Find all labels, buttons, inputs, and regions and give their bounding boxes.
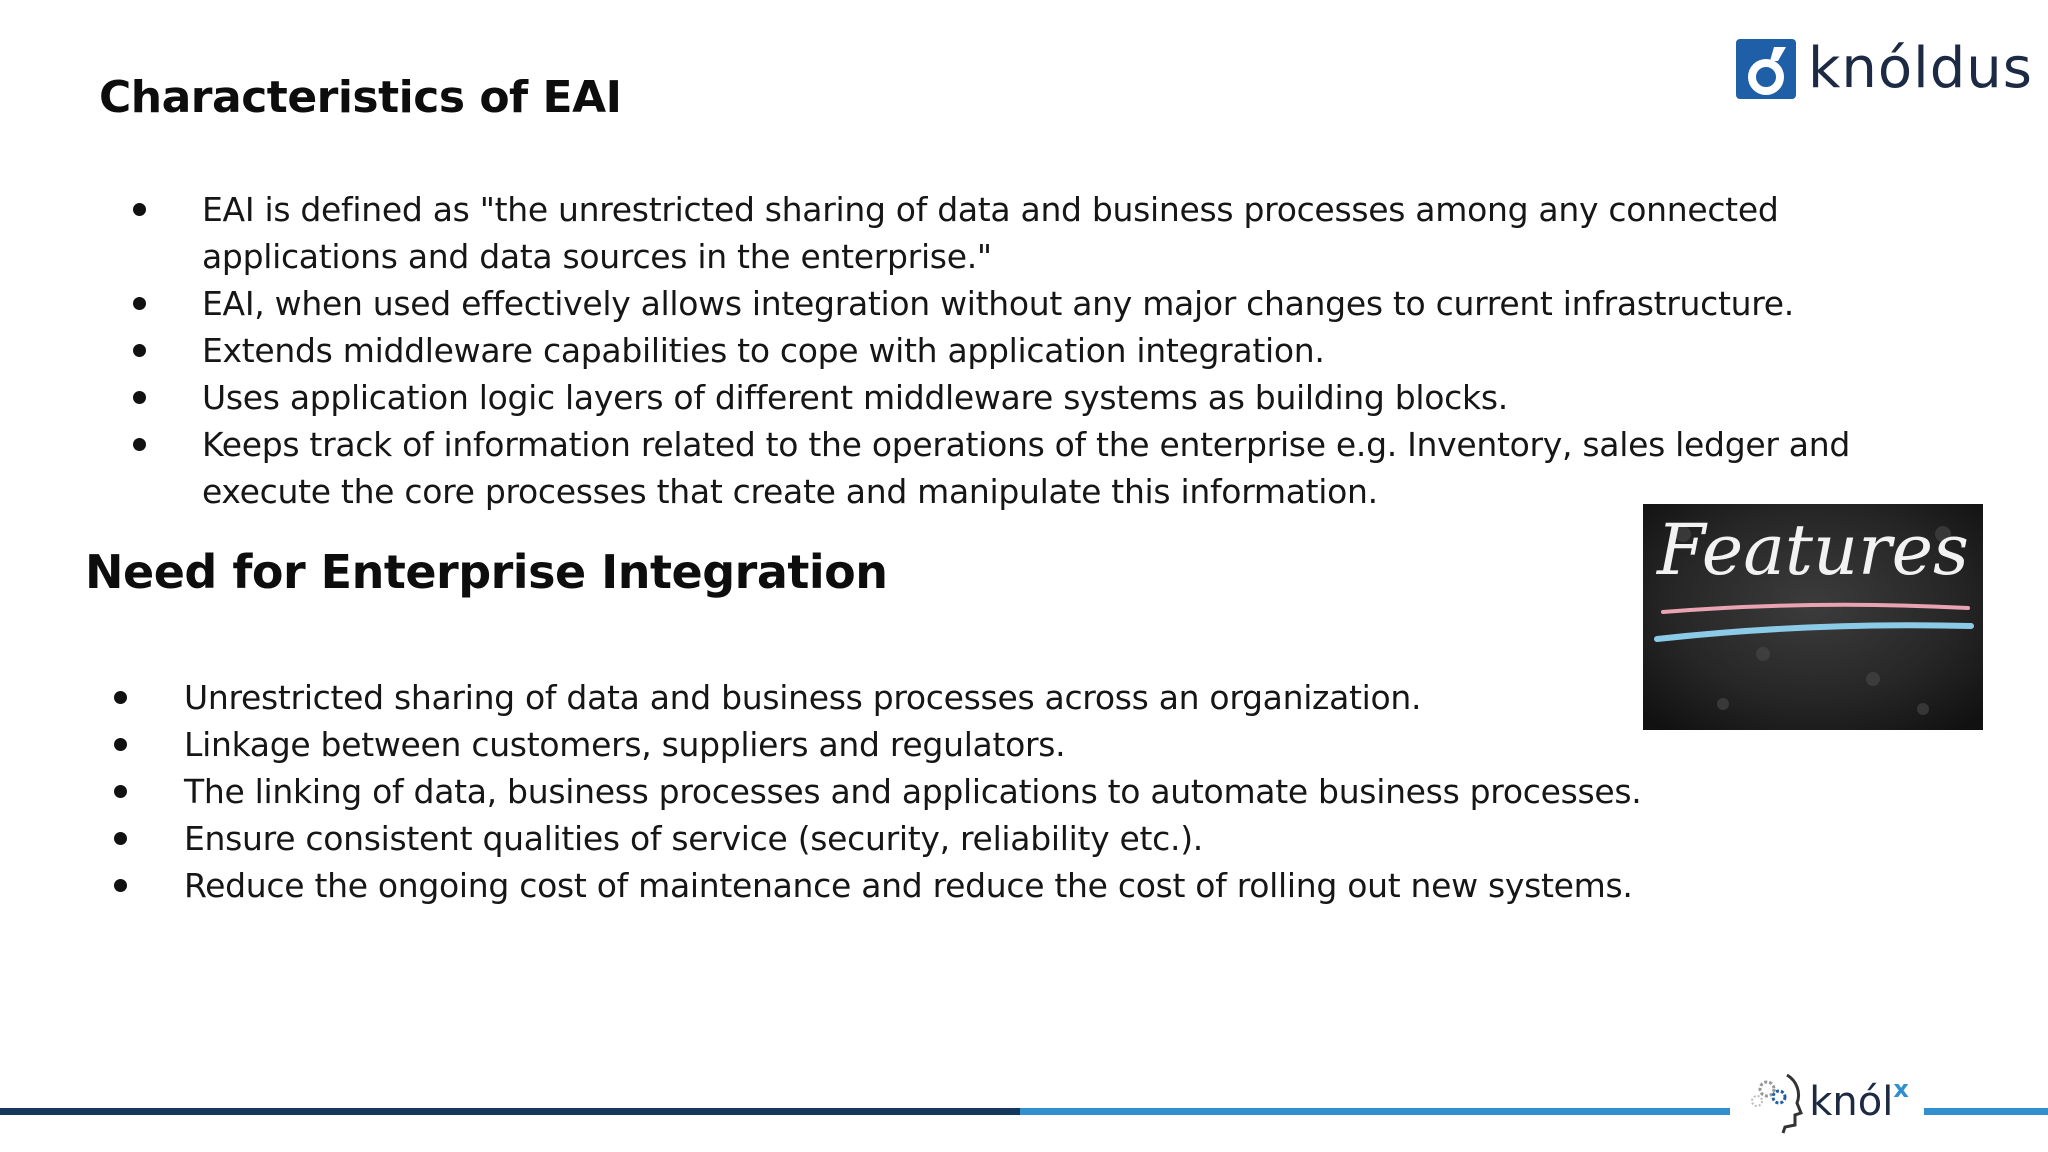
knolx-text: knól <box>1809 1079 1894 1125</box>
footer-bar-light <box>1020 1108 2048 1115</box>
list-item: Reduce the ongoing cost of maintenance a… <box>114 862 1784 909</box>
list-item: The linking of data, business processes … <box>114 768 1784 815</box>
list-item-text: EAI, when used effectively allows integr… <box>202 284 1795 323</box>
list-item: EAI, when used effectively allows integr… <box>133 280 1882 327</box>
list-item: Unrestricted sharing of data and busines… <box>114 674 1784 721</box>
list-item: Extends middleware capabilities to cope … <box>133 327 1882 374</box>
list-item-text: Unrestricted sharing of data and busines… <box>184 678 1422 717</box>
knolx-superscript: x <box>1893 1075 1909 1103</box>
features-chalkboard-image: Features <box>1643 504 1983 730</box>
bullet-icon <box>133 438 146 451</box>
section-title-need-for-integration: Need for Enterprise Integration <box>85 545 888 599</box>
bullet-icon <box>133 344 146 357</box>
bullet-icon <box>114 832 127 845</box>
list-item: Linkage between customers, suppliers and… <box>114 721 1784 768</box>
head-gears-icon <box>1751 1073 1804 1134</box>
bullet-icon <box>114 691 127 704</box>
list-item-text: Extends middleware capabilities to cope … <box>202 331 1325 370</box>
list-item-text: The linking of data, business processes … <box>184 772 1642 811</box>
knolx-logo-text: knólx <box>1809 1075 1909 1125</box>
list-item: Keeps track of information related to th… <box>133 421 1882 515</box>
list-item-text: EAI is defined as "the unrestricted shar… <box>202 190 1779 276</box>
knoldus-logo: knóldus <box>1734 34 2033 104</box>
section-title-characteristics: Characteristics of EAI <box>99 72 622 123</box>
list-item: Ensure consistent qualities of service (… <box>114 815 1784 862</box>
bullet-icon <box>133 391 146 404</box>
bullet-icon <box>133 297 146 310</box>
footer-bar-dark <box>0 1108 1020 1115</box>
bullet-icon <box>114 738 127 751</box>
list-item: Uses application logic layers of differe… <box>133 374 1882 421</box>
features-image-text: Features <box>1655 509 1969 591</box>
bullet-icon <box>114 879 127 892</box>
knolx-logo: knólx <box>1730 1052 1924 1152</box>
knoldus-logo-icon <box>1736 39 1796 99</box>
list-item-text: Reduce the ongoing cost of maintenance a… <box>184 866 1633 905</box>
characteristics-list: EAI is defined as "the unrestricted shar… <box>133 186 1882 515</box>
list-item-text: Uses application logic layers of differe… <box>202 378 1508 417</box>
list-item: EAI is defined as "the unrestricted shar… <box>133 186 1882 280</box>
knoldus-logo-text: knóldus <box>1808 36 2033 101</box>
bullet-icon <box>114 785 127 798</box>
list-item-text: Linkage between customers, suppliers and… <box>184 725 1066 764</box>
need-list: Unrestricted sharing of data and busines… <box>114 674 1784 909</box>
list-item-text: Ensure consistent qualities of service (… <box>184 819 1203 858</box>
bullet-icon <box>133 203 146 216</box>
list-item-text: Keeps track of information related to th… <box>202 425 1850 511</box>
